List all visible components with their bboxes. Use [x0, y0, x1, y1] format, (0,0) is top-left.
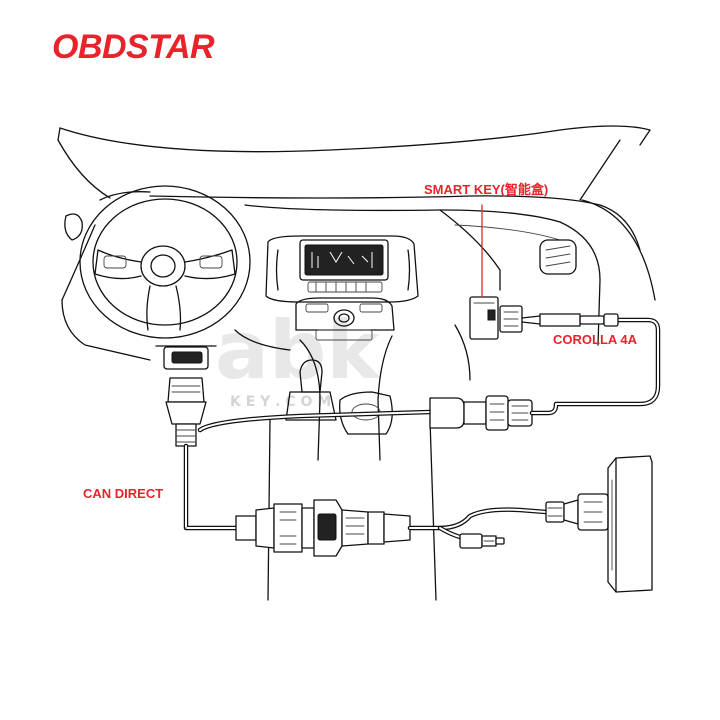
dashboard-outline	[57, 125, 656, 381]
tablet-device	[607, 455, 653, 593]
can-direct-label: CAN DIRECT	[83, 486, 163, 501]
corolla-label-text: COROLLA 4A	[553, 332, 638, 347]
corolla-label: COROLLA 4A	[553, 332, 637, 347]
center-console	[265, 235, 419, 461]
watermark: abk K E Y . C O M	[215, 304, 381, 410]
logo-text: OBDSTAR	[52, 28, 215, 66]
smart-key-label: SMART KEY(智能盒)	[424, 179, 548, 198]
usb-plug	[459, 533, 505, 549]
watermark-site-text: K E Y . C O M	[230, 394, 331, 410]
can-direct-label-text: CAN DIRECT	[83, 486, 164, 501]
watermark-logo-text: abk	[215, 304, 381, 397]
db-connector	[545, 493, 609, 531]
steering-wheel	[79, 185, 251, 339]
obd-plug	[165, 377, 207, 447]
smart-key-label-text: SMART KEY(智能盒)	[424, 182, 549, 197]
obdstar-logo: OBDSTAR	[52, 28, 215, 67]
obd-port	[155, 345, 217, 370]
main-adapter	[235, 499, 411, 557]
corolla-adapter	[197, 317, 661, 433]
smart-key-box	[469, 204, 619, 340]
